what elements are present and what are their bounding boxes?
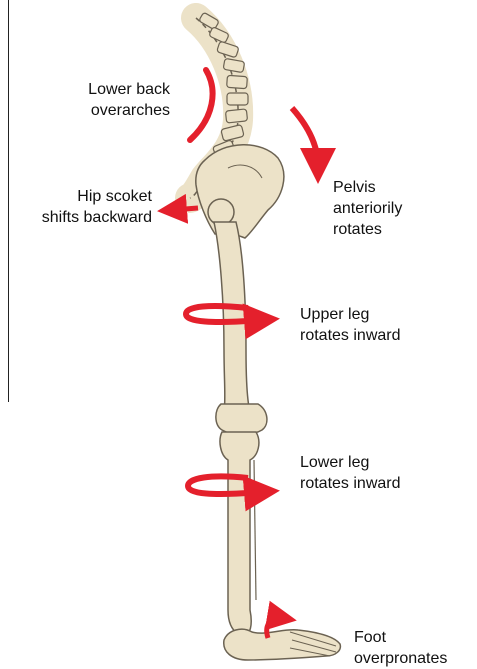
foot-bones — [224, 629, 341, 660]
tibia-bone — [220, 432, 259, 634]
lower-leg-rotation-arrow — [188, 476, 262, 494]
pelvis-label: Pelvis anteriorily rotates — [333, 177, 402, 240]
upper-leg-label: Upper leg rotates inward — [300, 304, 401, 346]
femur-bone — [208, 199, 267, 435]
hip-shift-arrow — [172, 208, 198, 210]
lower-back-label: Lower back overarches — [50, 79, 170, 121]
pelvis-bone — [196, 145, 284, 238]
hip-socket-label: Hip scoket shifts backward — [10, 186, 152, 228]
lower-leg-label: Lower leg rotates inward — [300, 452, 401, 494]
lower-back-arc-arrow — [190, 70, 213, 140]
foot-label: Foot overpronates — [354, 627, 447, 669]
pelvis-rotation-arrow — [292, 108, 318, 166]
